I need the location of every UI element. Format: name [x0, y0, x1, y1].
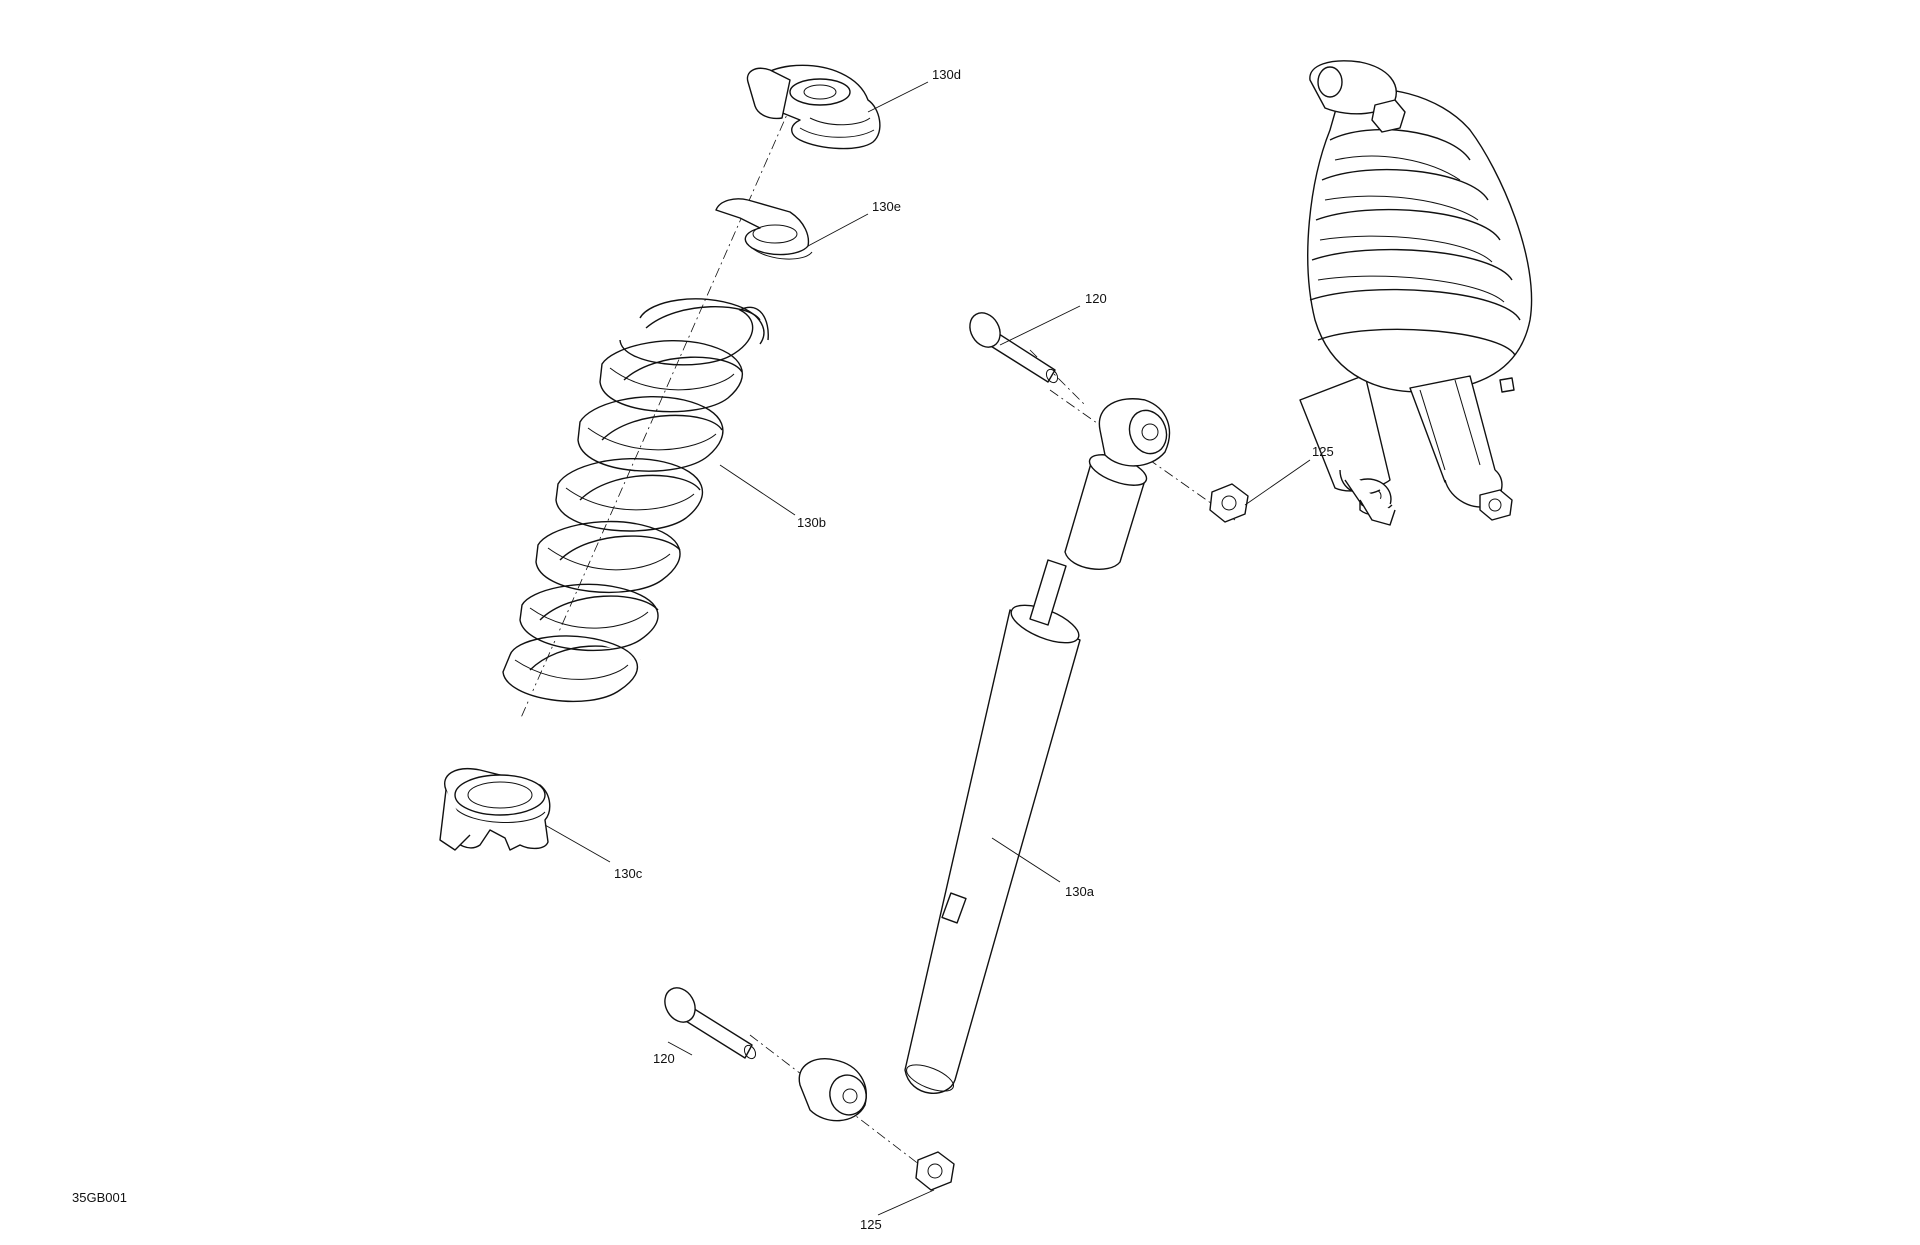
assembly-axis-lines: [519, 84, 1236, 1166]
assembled-shock-reference-view: [1299, 60, 1533, 526]
lower-spring-seat-130c: [439, 768, 551, 851]
upper-spring-retainer-130d: [746, 64, 881, 150]
callout-130c: 130c: [614, 866, 643, 881]
callout-130e: 130e: [872, 199, 901, 214]
figure-code: 35GB001: [72, 1190, 127, 1205]
callout-120-top: 120: [1085, 291, 1107, 306]
callout-labels: 130d 130e 120 125 130b 130c 130a 120 125: [614, 67, 1334, 1232]
callout-130b: 130b: [797, 515, 826, 530]
spring-spacer-130e: [715, 198, 813, 260]
bolt-120-bottom: [664, 987, 757, 1060]
nut-125-top: [1209, 483, 1249, 523]
callout-leader-lines: [544, 81, 1311, 1216]
coil-spring-130b: [498, 298, 769, 706]
callout-125-top: 125: [1312, 444, 1334, 459]
callout-130a: 130a: [1065, 884, 1095, 899]
callout-120-bottom: 120: [653, 1051, 675, 1066]
shock-absorber-130a: [798, 398, 1171, 1122]
nut-125-bottom: [915, 1151, 955, 1191]
callout-125-bottom: 125: [860, 1217, 882, 1232]
bolt-120-top: [969, 312, 1059, 384]
callout-130d: 130d: [932, 67, 961, 82]
